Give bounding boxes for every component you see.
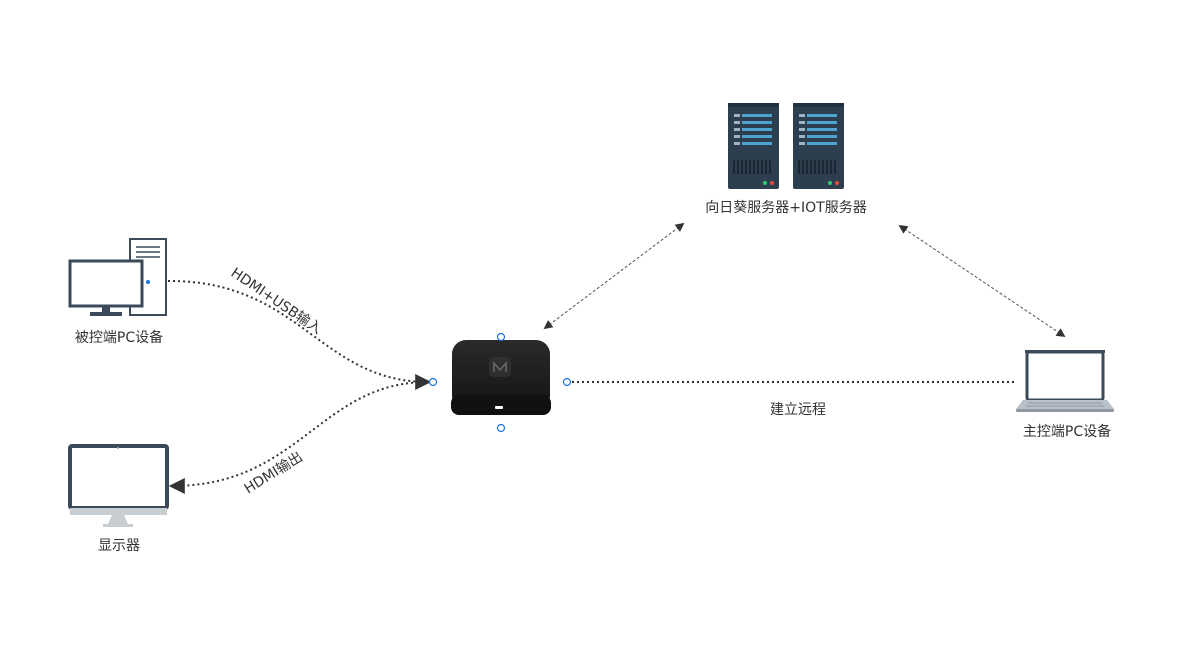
edge-hdmi-output <box>168 381 429 494</box>
servers-label: 向日葵服务器+IOT服务器 <box>705 200 866 216</box>
edge-box-servers <box>543 222 685 330</box>
monitor-label: 显示器 <box>98 538 140 554</box>
controlled-pc-label: 被控端PC设备 <box>75 329 163 346</box>
handle-left[interactable] <box>428 377 438 387</box>
handle-top[interactable] <box>496 332 506 342</box>
edge-label-hdmi-usb-input: HDMI+USB输入 <box>228 265 325 338</box>
handle-bottom[interactable] <box>496 423 506 433</box>
server-icon-right <box>793 103 844 189</box>
server-icon-left <box>728 103 779 189</box>
controlled-pc-icon <box>68 238 167 316</box>
remote-box-device[interactable] <box>451 340 551 415</box>
edge-label-hdmi-output: HDMI输出 <box>242 449 306 497</box>
master-pc-label: 主控端PC设备 <box>1023 423 1111 440</box>
edge-servers-master <box>898 224 1066 338</box>
edge-label-remote: 建立远程 <box>770 402 826 418</box>
box-connection-handles[interactable] <box>428 332 572 433</box>
laptop-icon <box>1016 350 1114 412</box>
handle-right[interactable] <box>562 377 572 387</box>
monitor-icon <box>68 444 169 527</box>
edge-hdmi-usb-input <box>167 279 432 390</box>
device-logo-icon <box>489 357 511 377</box>
